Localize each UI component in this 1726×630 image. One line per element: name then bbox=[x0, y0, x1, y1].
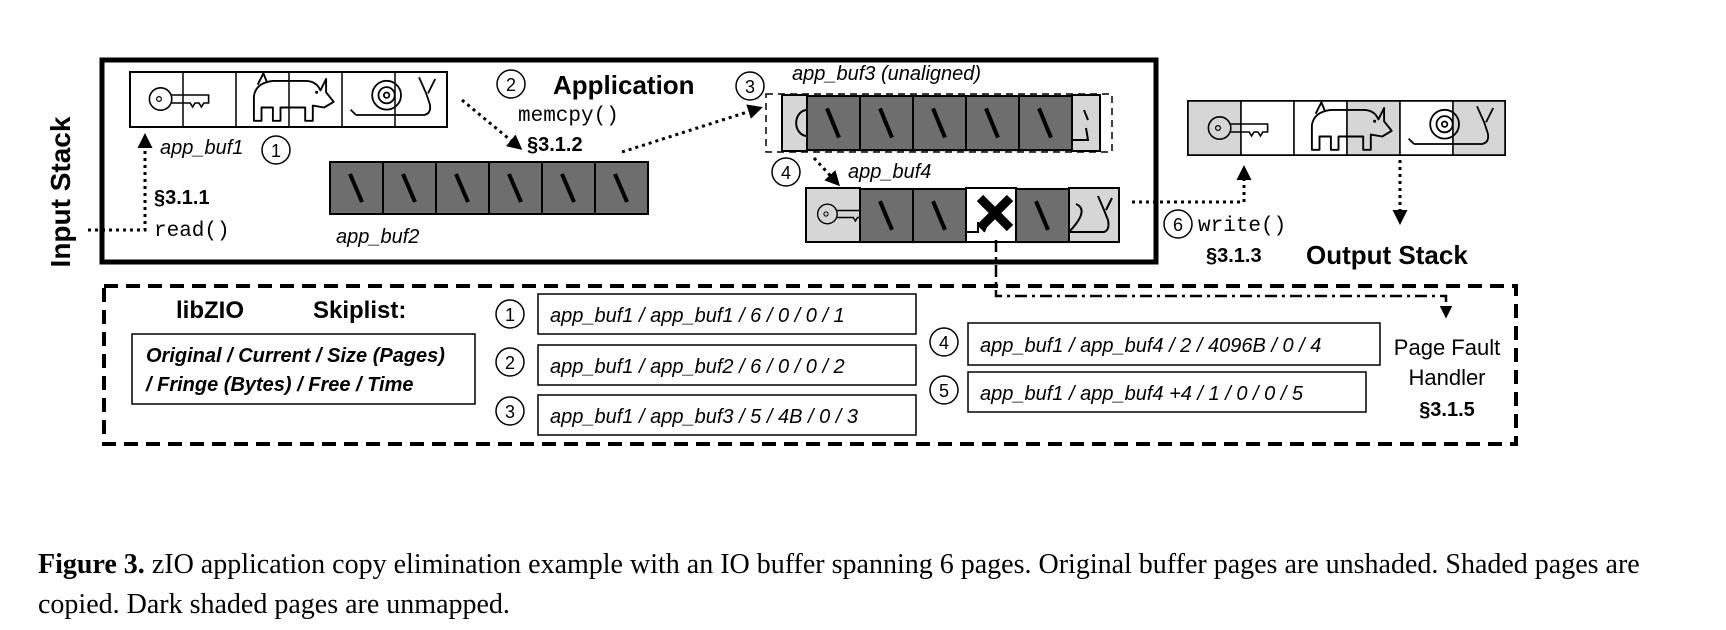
application-title: Application bbox=[553, 70, 695, 100]
entry-5-number: 5 bbox=[939, 381, 949, 401]
step-3-number: 3 bbox=[745, 77, 755, 97]
entry-1-number: 1 bbox=[505, 305, 515, 325]
app-buf1-pages bbox=[129, 71, 448, 128]
entry-5-text: app_buf1 / app_buf4 +4 / 1 / 0 / 0 / 5 bbox=[980, 383, 1304, 405]
input-stack-label: Input Stack bbox=[45, 116, 76, 267]
app-buf3-label: app_buf3 (unaligned) bbox=[792, 63, 981, 85]
page-fault-handler-line2: Handler bbox=[1408, 365, 1485, 390]
write-arrow bbox=[1132, 165, 1252, 204]
app-buf2-label: app_buf2 bbox=[336, 226, 419, 248]
app-buf2-pages bbox=[328, 160, 650, 216]
application-box bbox=[99, 57, 1159, 265]
read-section: §3.1.1 bbox=[154, 187, 210, 209]
entry-2-text: app_buf1 / app_buf2 / 6 / 0 / 0 / 2 bbox=[550, 356, 845, 378]
zio-copy-diagram: Input Stack app_buf1 1 §3.1.1 read() 2 A… bbox=[45, 57, 1518, 446]
skiplist-label: Skiplist: bbox=[313, 297, 406, 324]
skiplist-entry: 4 app_buf1 / app_buf4 / 2 / 4096B / 0 / … bbox=[929, 322, 1381, 366]
copy-to-buf3-arrow bbox=[621, 104, 763, 154]
memcpy-call: memcpy() bbox=[518, 105, 619, 128]
skiplist-entry: 2 app_buf1 / app_buf2 / 6 / 0 / 0 / 2 bbox=[495, 344, 917, 386]
write-call: write() bbox=[1198, 215, 1286, 238]
app-buf3-pages bbox=[781, 95, 1101, 151]
skiplist-legend-line1: Original / Current / Size (Pages) bbox=[146, 345, 445, 367]
skiplist-entry: 5 app_buf1 / app_buf4 +4 / 1 / 0 / 0 / 5 bbox=[929, 371, 1367, 413]
skiplist-legend-box bbox=[131, 333, 476, 405]
skiplist-entry: 3 app_buf1 / app_buf3 / 5 / 4B / 0 / 3 bbox=[495, 394, 917, 436]
app-buf4-pages bbox=[805, 188, 1120, 242]
step-1-badge bbox=[261, 135, 291, 165]
output-stack-label: Output Stack bbox=[1306, 240, 1468, 270]
step-1-number: 1 bbox=[271, 141, 281, 161]
caption-text: zIO application copy elimination example… bbox=[38, 549, 1640, 620]
read-call: read() bbox=[154, 220, 230, 243]
memcpy-section: §3.1.2 bbox=[527, 134, 583, 156]
entry-2-number: 2 bbox=[505, 353, 515, 373]
step-3-badge bbox=[735, 71, 765, 101]
entry-4-text: app_buf1 / app_buf4 / 2 / 4096B / 0 / 4 bbox=[980, 335, 1321, 357]
step-4-number: 4 bbox=[781, 163, 791, 183]
output-buffer-pages bbox=[1187, 100, 1506, 156]
caption-label: Figure 3. bbox=[38, 549, 145, 580]
page-fault-handler-line1: Page Fault bbox=[1394, 335, 1500, 360]
libzio-title: libZIO bbox=[176, 297, 244, 324]
page-fault-arrow bbox=[994, 240, 1453, 319]
app-buf4-label: app_buf4 bbox=[848, 161, 931, 183]
memcpy-arrow bbox=[461, 98, 523, 150]
libzio-box bbox=[102, 284, 1518, 446]
step-4-badge bbox=[771, 157, 801, 187]
step-2-badge bbox=[496, 69, 526, 99]
copy-to-buf4-arrow bbox=[812, 156, 841, 187]
entry-3-text: app_buf1 / app_buf3 / 5 / 4B / 0 / 3 bbox=[550, 406, 858, 428]
write-section: §3.1.3 bbox=[1206, 245, 1262, 267]
step-6-number: 6 bbox=[1173, 215, 1183, 235]
x-mark-icon bbox=[976, 194, 1014, 232]
entry-3-number: 3 bbox=[505, 402, 515, 422]
app-buf1-label: app_buf1 bbox=[160, 137, 243, 159]
figure-caption: Figure 3. zIO application copy eliminati… bbox=[38, 545, 1698, 625]
page-fault-handler-section: §3.1.5 bbox=[1419, 399, 1475, 421]
entry-1-text: app_buf1 / app_buf1 / 6 / 0 / 0 / 1 bbox=[550, 305, 845, 327]
skiplist-entry: 1 app_buf1 / app_buf1 / 6 / 0 / 0 / 1 bbox=[495, 293, 917, 335]
read-arrow bbox=[88, 133, 153, 232]
step-6-badge bbox=[1163, 209, 1193, 239]
step-2-number: 2 bbox=[506, 75, 516, 95]
app-buf3-unaligned-outline bbox=[765, 93, 1113, 153]
skiplist-legend-line2: / Fringe (Bytes) / Free / Time bbox=[145, 374, 413, 396]
entry-4-number: 4 bbox=[939, 333, 949, 353]
